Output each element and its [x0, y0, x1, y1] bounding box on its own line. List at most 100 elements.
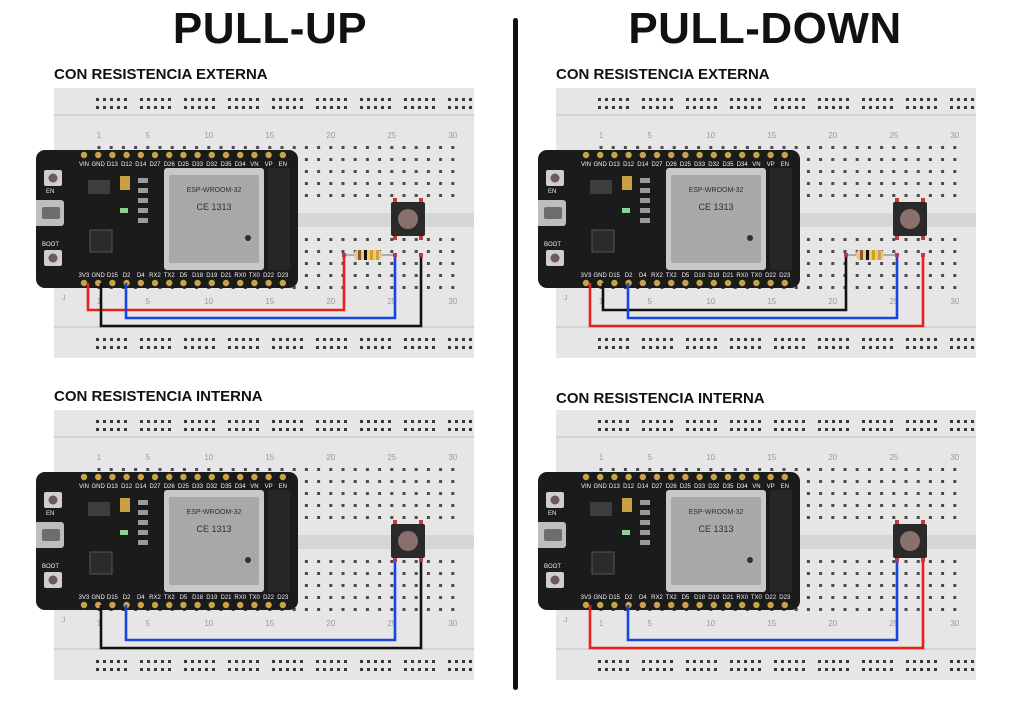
terminal-hole	[414, 492, 418, 495]
rail-divider	[54, 436, 474, 438]
rail-hole	[707, 660, 710, 663]
column-number: 1	[97, 131, 102, 140]
header-pin	[696, 473, 703, 481]
rail-hole	[381, 98, 384, 101]
rail-hole	[818, 98, 821, 101]
terminal-hole	[426, 468, 430, 471]
rail-hole	[670, 668, 673, 671]
terminal-hole	[292, 608, 296, 611]
rail-hole	[272, 668, 275, 671]
rail-hole	[198, 428, 201, 431]
pushbutton-leg	[419, 198, 423, 202]
rail-hole	[411, 98, 414, 101]
terminal-hole	[880, 274, 884, 277]
pin-label-top: D13	[609, 484, 621, 490]
terminal-hole	[745, 146, 749, 149]
terminal-hole	[819, 158, 823, 161]
rail-hole	[619, 98, 622, 101]
rail-hole	[272, 428, 275, 431]
terminal-hole	[806, 468, 810, 471]
terminal-hole	[941, 468, 945, 471]
terminal-hole	[182, 146, 186, 149]
rail-hole	[272, 420, 275, 423]
pin-label-bottom: D4	[137, 595, 145, 601]
esp32-board: VIN3V3GNDGNDD13D15D12D2D14D4D27RX2D26TX2…	[538, 472, 800, 610]
header-pin	[222, 151, 230, 159]
header-pin	[682, 279, 689, 287]
terminal-hole	[941, 516, 945, 519]
rail-hole	[957, 106, 960, 109]
rail-hole	[598, 98, 601, 101]
pin-label-top: GND	[92, 162, 106, 168]
terminal-hole	[916, 492, 920, 495]
terminal-hole	[855, 146, 859, 149]
rail-hole	[256, 346, 259, 349]
terminal-hole	[341, 572, 345, 575]
rail-hole	[927, 428, 930, 431]
rail-hole	[686, 660, 689, 663]
rail-hole	[913, 98, 916, 101]
terminal-hole	[439, 596, 443, 599]
header-pin	[739, 473, 746, 481]
rail-hole	[818, 106, 821, 109]
terminal-hole	[390, 274, 394, 277]
pin-label-bottom: D4	[137, 273, 145, 279]
rail-hole	[957, 338, 960, 341]
rail-hole	[103, 346, 106, 349]
rail-hole	[191, 420, 194, 423]
rail-hole	[198, 346, 201, 349]
terminal-hole	[414, 146, 418, 149]
pin-label-top: D34	[235, 484, 247, 490]
rail-hole	[323, 428, 326, 431]
rail-hole	[462, 98, 465, 101]
terminal-hole	[880, 584, 884, 587]
header-pin	[80, 279, 88, 287]
terminal-hole	[916, 194, 920, 197]
rail-hole	[714, 428, 717, 431]
resistor	[846, 250, 897, 260]
terminal-hole	[329, 480, 333, 483]
rail-hole	[117, 428, 120, 431]
led	[622, 208, 630, 213]
rail-hole	[957, 346, 960, 349]
rail-hole	[212, 106, 215, 109]
rail-hole	[906, 338, 909, 341]
terminal-hole	[794, 286, 798, 289]
pin-label-bottom: RX0	[234, 273, 246, 279]
rail-hole	[832, 668, 835, 671]
rail-hole	[626, 668, 629, 671]
rail-hole	[774, 428, 777, 431]
terminal-hole	[782, 146, 786, 149]
terminal-hole	[402, 170, 406, 173]
terminal-hole	[304, 262, 308, 265]
header-pin	[194, 601, 201, 609]
terminal-hole	[843, 492, 847, 495]
terminal-hole	[329, 560, 333, 563]
module-certification: CE 1313	[698, 524, 733, 534]
rail-hole	[228, 428, 231, 431]
terminal-hole	[365, 274, 369, 277]
terminal-hole	[365, 492, 369, 495]
terminal-hole	[365, 286, 369, 289]
rail-hole	[802, 668, 805, 671]
rail-hole	[103, 660, 106, 663]
rail-hole	[337, 668, 340, 671]
rail-hole	[686, 106, 689, 109]
rail-hole	[670, 660, 673, 663]
rail-hole	[714, 346, 717, 349]
rail-hole	[191, 428, 194, 431]
rail-hole	[795, 428, 798, 431]
rail-hole	[228, 346, 231, 349]
rail-hole	[418, 346, 421, 349]
terminal-hole	[867, 560, 871, 563]
rail-hole	[293, 338, 296, 341]
terminal-hole	[390, 146, 394, 149]
pin-label-top: D35	[220, 162, 232, 168]
header-pin	[611, 473, 618, 481]
rail-hole	[337, 338, 340, 341]
column-number: 15	[767, 297, 776, 306]
rail-hole	[300, 668, 303, 671]
terminal-hole	[365, 584, 369, 587]
rail-hole	[934, 346, 937, 349]
rail-hole	[337, 428, 340, 431]
